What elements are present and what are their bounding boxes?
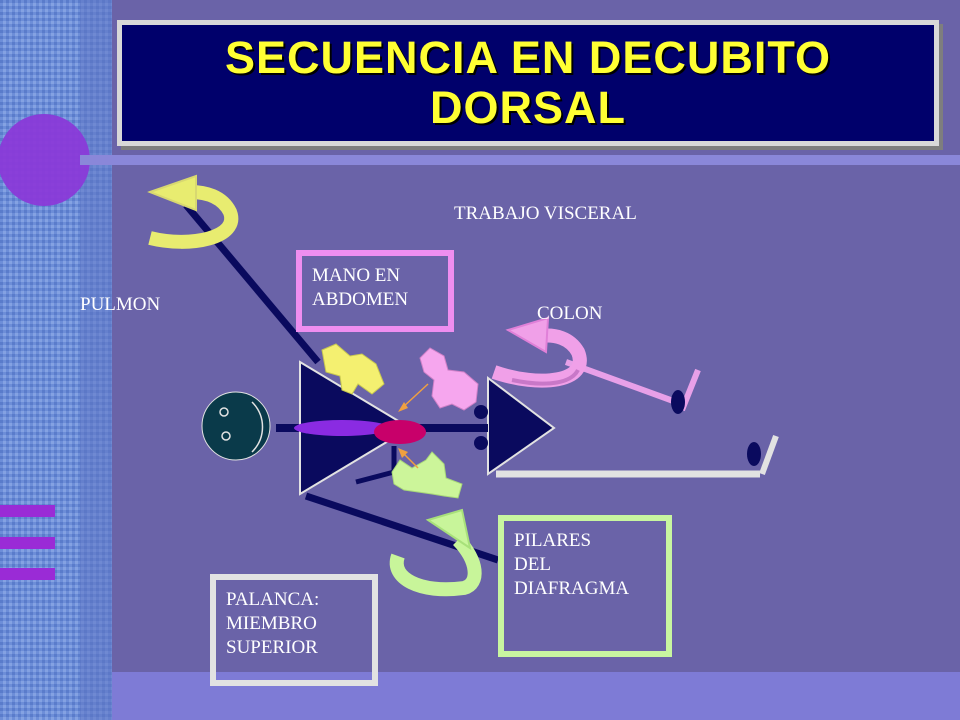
box-palanca-line-2: MIEMBRO: [226, 613, 317, 634]
mouth: [251, 401, 264, 453]
box-palanca: PALANCA: MIEMBRO SUPERIOR: [210, 574, 378, 686]
box-mano-line-2: ABDOMEN: [312, 289, 409, 310]
foot-lower-end: [747, 442, 761, 466]
lever-line-upper: [183, 202, 321, 365]
hand-green-icon: [391, 451, 463, 499]
small-arrow-lower-icon: [398, 448, 419, 469]
box-pilares-line-2: DEL: [514, 554, 551, 575]
label-pulmon: PULMON: [80, 294, 161, 315]
head: [201, 391, 271, 461]
label-colon: COLON: [537, 303, 603, 324]
arm: [294, 420, 390, 436]
box-palanca-line-3: SUPERIOR: [226, 637, 318, 658]
box-pilares: PILARES DEL DIAFRAGMA: [498, 515, 672, 657]
torso-right-triangle: [487, 375, 556, 476]
box-pilares-line-3: DIAFRAGMA: [514, 578, 630, 599]
box-palanca-line-1: PALANCA:: [226, 589, 320, 610]
title-box: SECUENCIA EN DECUBITO DORSAL: [117, 20, 939, 146]
box-mano-abdomen: MANO EN ABDOMEN: [296, 250, 454, 332]
title-line-1: SECUENCIA EN DECUBITO: [224, 32, 832, 83]
foot-lower: [759, 434, 779, 476]
foot-upper-end: [671, 390, 685, 414]
torso-middle: [400, 424, 488, 432]
left-decoration: [0, 0, 112, 720]
box-mano-line-1: MANO EN: [312, 265, 401, 286]
title-line-2: DORSAL: [430, 82, 626, 133]
label-trabajo-visceral: TRABAJO VISCERAL: [454, 203, 637, 224]
box-pilares-line-1: PILARES: [514, 530, 592, 551]
hip-joint-upper: [474, 405, 488, 419]
hand-pink-icon: [419, 347, 479, 411]
eye-lower: [221, 431, 231, 441]
eye-upper: [219, 407, 229, 417]
small-arrow-upper-icon: [398, 383, 429, 412]
pilares-arrow-icon: [389, 508, 482, 597]
title-band: [80, 155, 960, 165]
pulmon-arrow-icon: [147, 174, 239, 249]
hip-joint-lower: [474, 436, 488, 450]
abdomen: [374, 420, 426, 444]
colon-arrow-icon: [491, 316, 587, 388]
hand-yellow-icon: [321, 343, 385, 395]
leg-upper: [540, 402, 676, 420]
